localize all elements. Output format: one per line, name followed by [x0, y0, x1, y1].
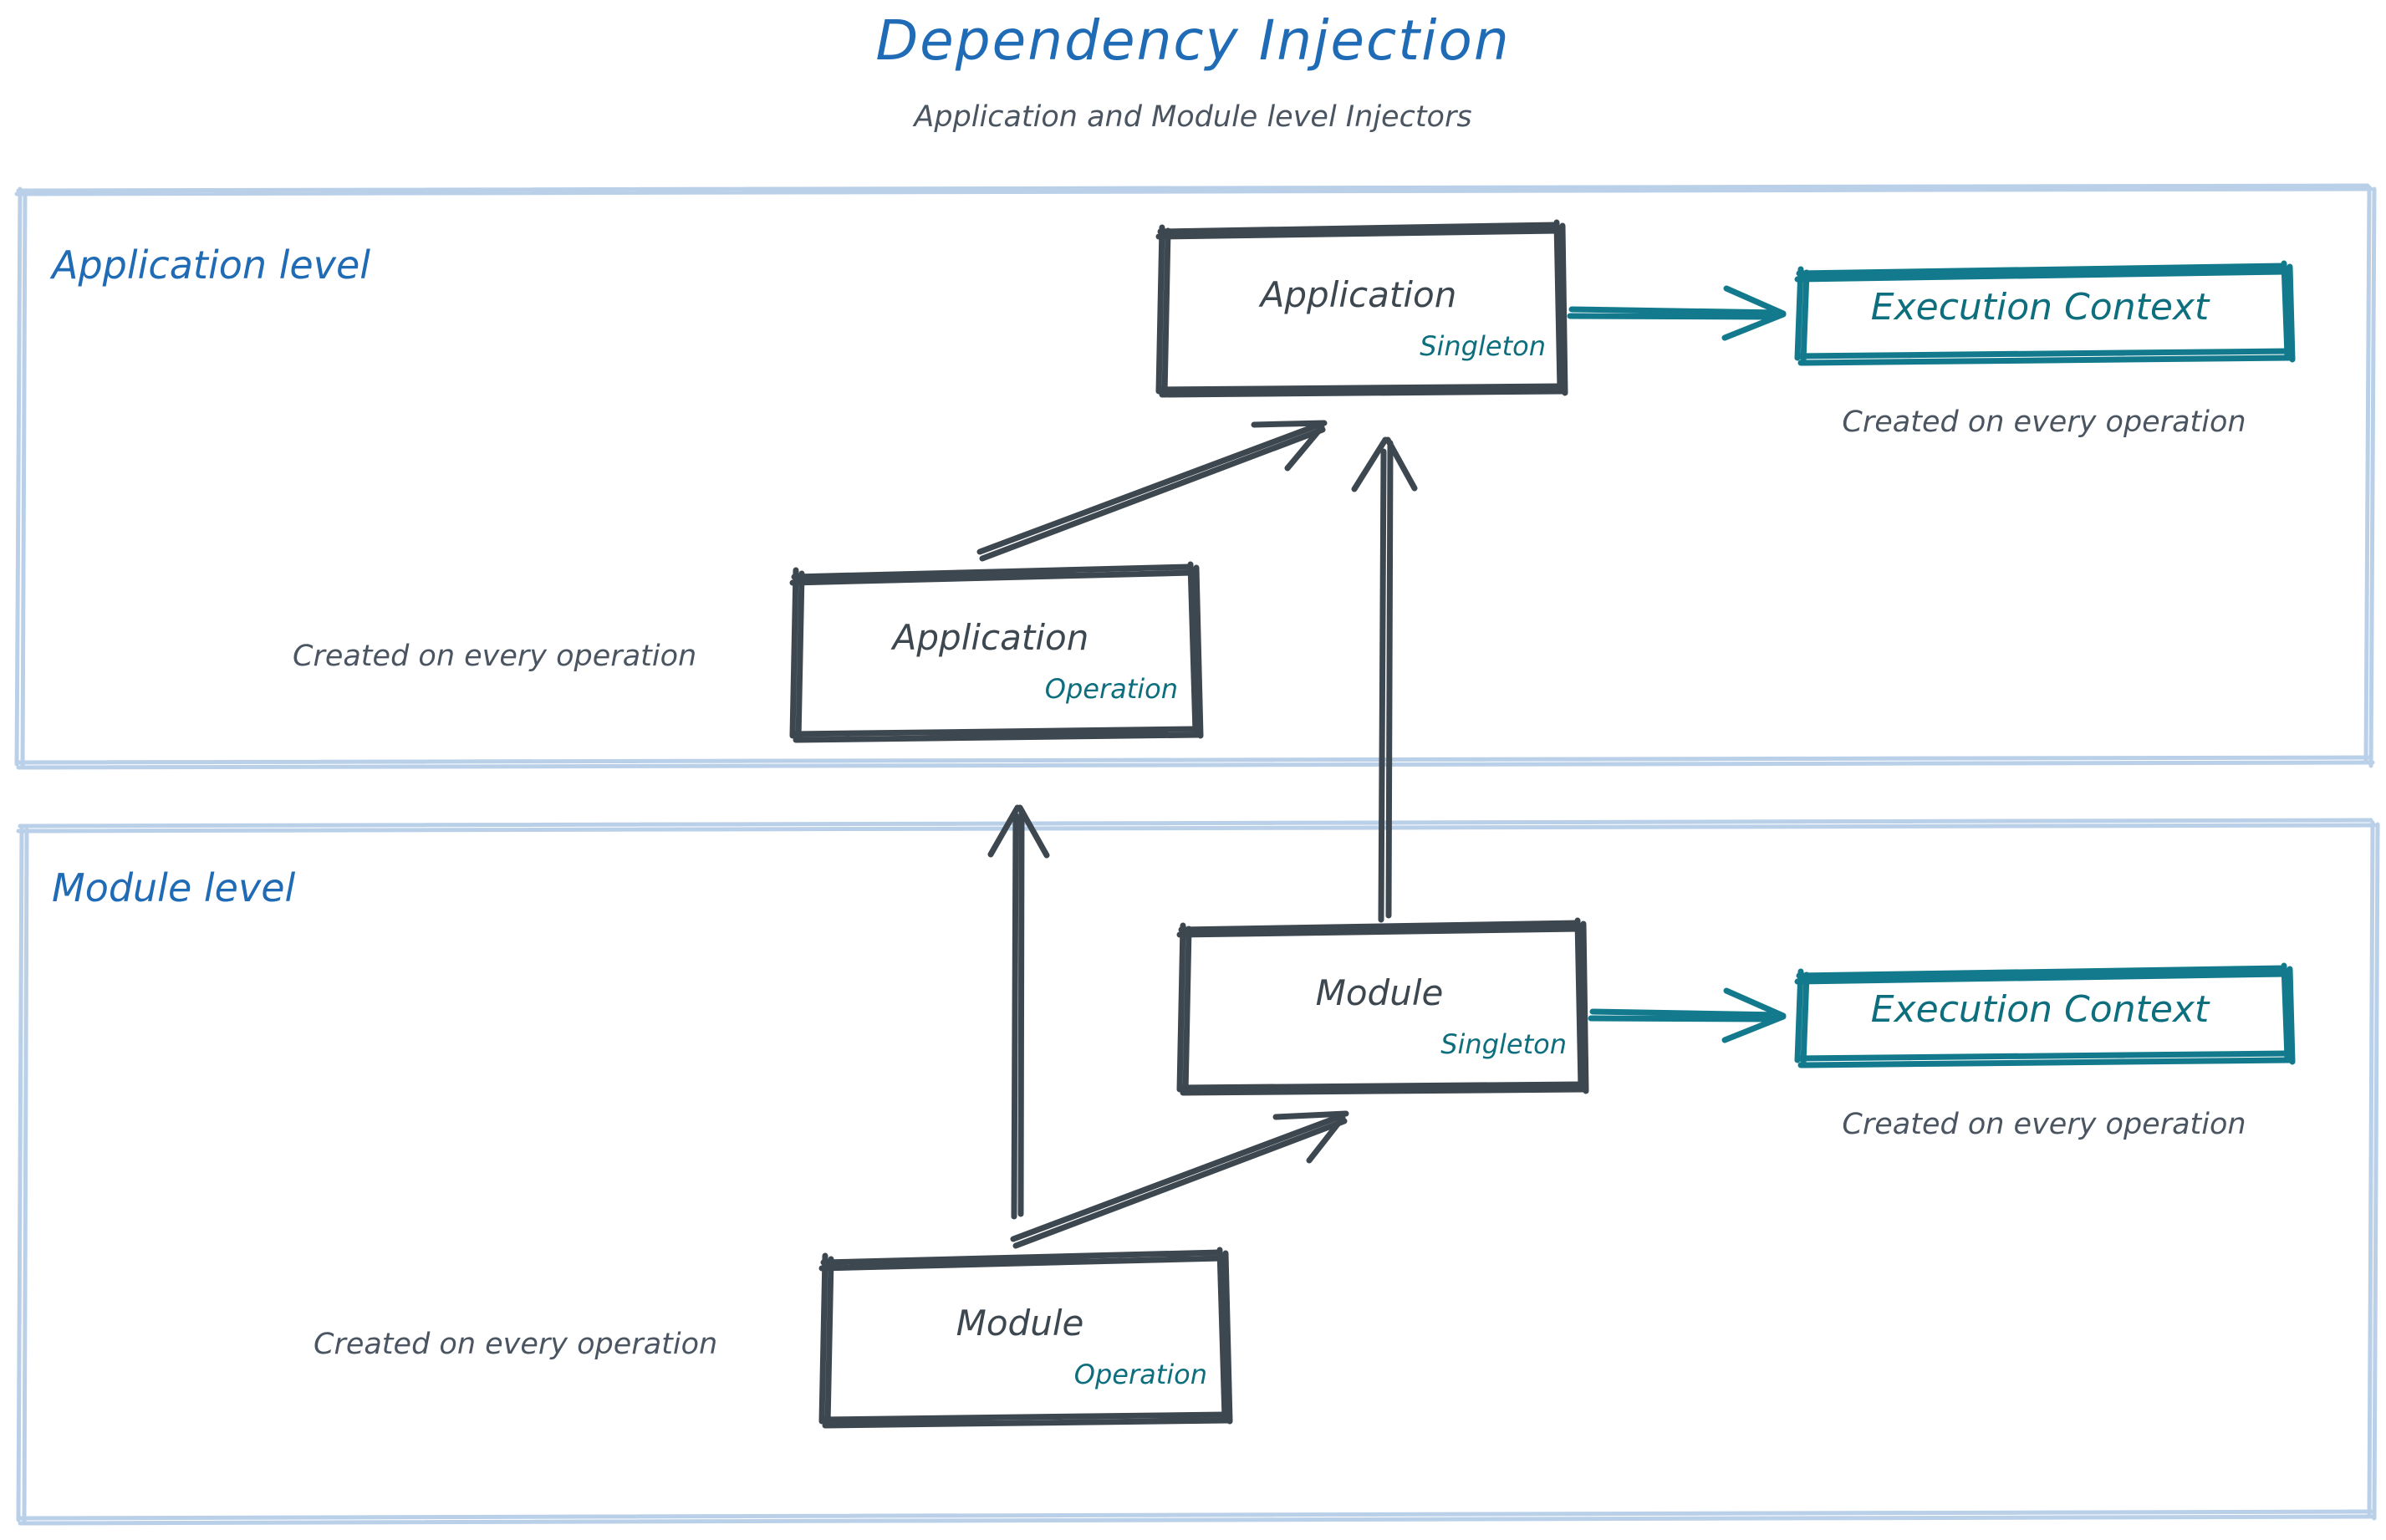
node-title: Application [892, 617, 1089, 658]
caption-application-operation: Created on every operation [293, 640, 697, 673]
node-scope-badge: Singleton [1440, 1028, 1567, 1060]
node-module-operation[interactable]: Module Operation [819, 1254, 1221, 1421]
execution-context-module[interactable]: Execution Context [1797, 970, 2282, 1062]
caption-execution-context-module: Created on every operation [1842, 1108, 2246, 1141]
arrow-mod-operation-to-app-operation [987, 804, 1050, 1220]
node-title: Module [1315, 972, 1444, 1013]
node-application-singleton[interactable]: Application Singleton [1158, 226, 1559, 393]
arrow-mod-operation-to-mod-singleton [1010, 1110, 1349, 1249]
execution-context-label: Execution Context [1870, 286, 2210, 329]
node-scope-badge: Singleton [1420, 330, 1546, 362]
node-scope-badge: Operation [1044, 673, 1178, 705]
page-subtitle: Application and Module level Injectors [914, 100, 1472, 134]
node-box-mod-singleton [1176, 917, 1589, 1096]
section-label-module-level: Module level [52, 865, 296, 910]
arrow-mod-singleton-to-exec-context [1588, 987, 1787, 1043]
node-box-app-operation [789, 561, 1204, 743]
node-title: Application [1260, 274, 1457, 315]
arrow-mod-singleton-to-app-singleton [1351, 436, 1418, 923]
execution-context-label: Execution Context [1870, 988, 2210, 1031]
node-box-mod-operation [818, 1247, 1233, 1429]
exec-context-box-application [1794, 260, 2296, 366]
node-title: Module [956, 1303, 1084, 1344]
execution-context-application[interactable]: Execution Context [1797, 268, 2282, 360]
caption-module-operation: Created on every operation [314, 1328, 718, 1361]
caption-execution-context-application: Created on every operation [1842, 405, 2246, 439]
arrow-app-singleton-to-exec-context [1567, 285, 1787, 341]
node-application-operation[interactable]: Application Operation [790, 569, 1191, 736]
arrow-app-operation-to-app-singleton [976, 420, 1328, 562]
container-application-level [14, 183, 2377, 770]
section-label-application-level: Application level [52, 242, 371, 288]
page-title: Dependency Injection [875, 8, 1511, 73]
container-module-level [16, 818, 2380, 1526]
node-module-singleton[interactable]: Module Singleton [1179, 924, 1580, 1091]
node-scope-badge: Operation [1073, 1359, 1207, 1390]
exec-context-box-module [1794, 962, 2296, 1068]
node-box-app-singleton [1155, 219, 1568, 398]
